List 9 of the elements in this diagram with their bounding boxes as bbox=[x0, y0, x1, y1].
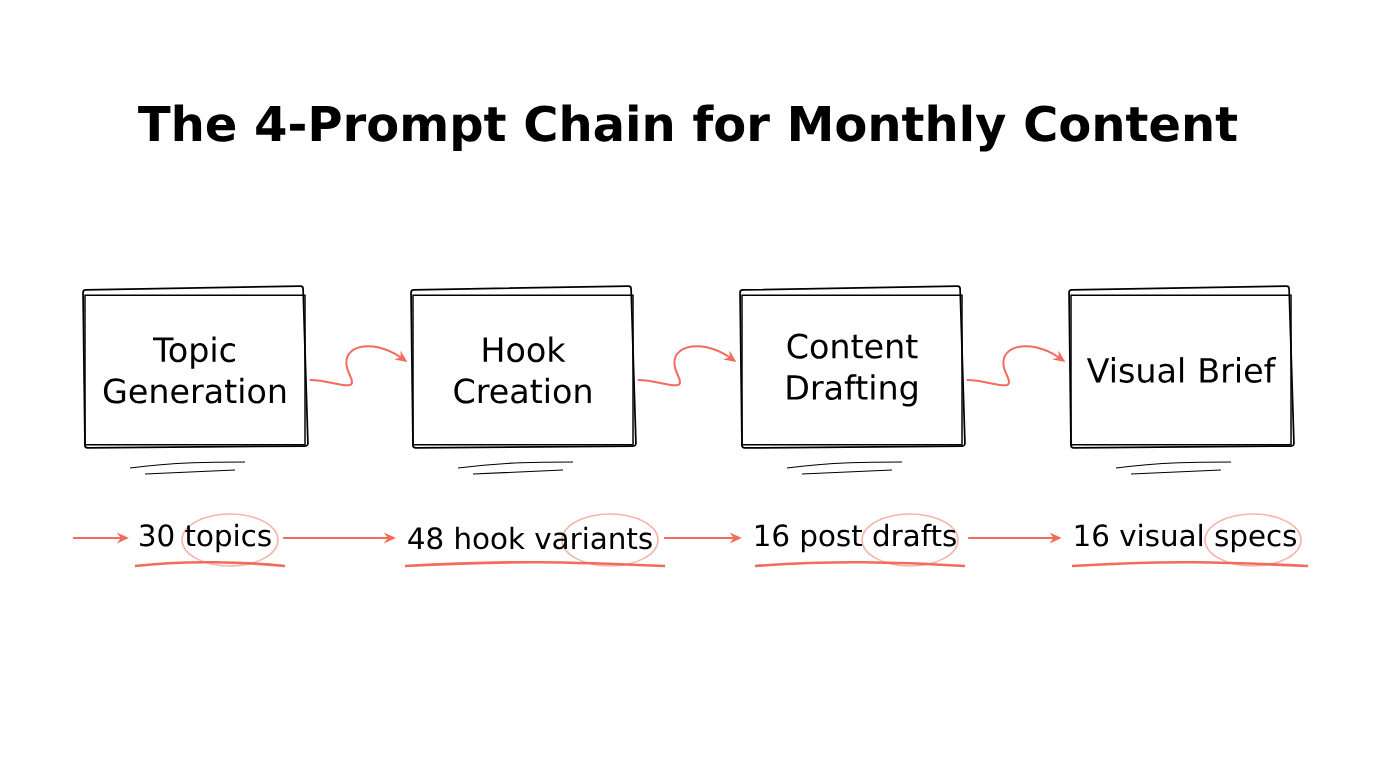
process-box: Topic Generation bbox=[82, 285, 309, 449]
highlighted-label: 16 visual specs bbox=[1071, 513, 1309, 568]
highlighted-label: 30 topics bbox=[134, 513, 286, 568]
title: The 4-Prompt Chain for Monthly Content bbox=[138, 104, 1237, 152]
highlighted-label: 48 hook variants bbox=[404, 513, 666, 568]
process-box: Visual Brief bbox=[1068, 285, 1295, 449]
process-box: Hook Creation bbox=[410, 285, 637, 449]
process-box: Content Drafting bbox=[739, 285, 966, 449]
highlighted-label: 16 post drafts bbox=[754, 513, 966, 568]
